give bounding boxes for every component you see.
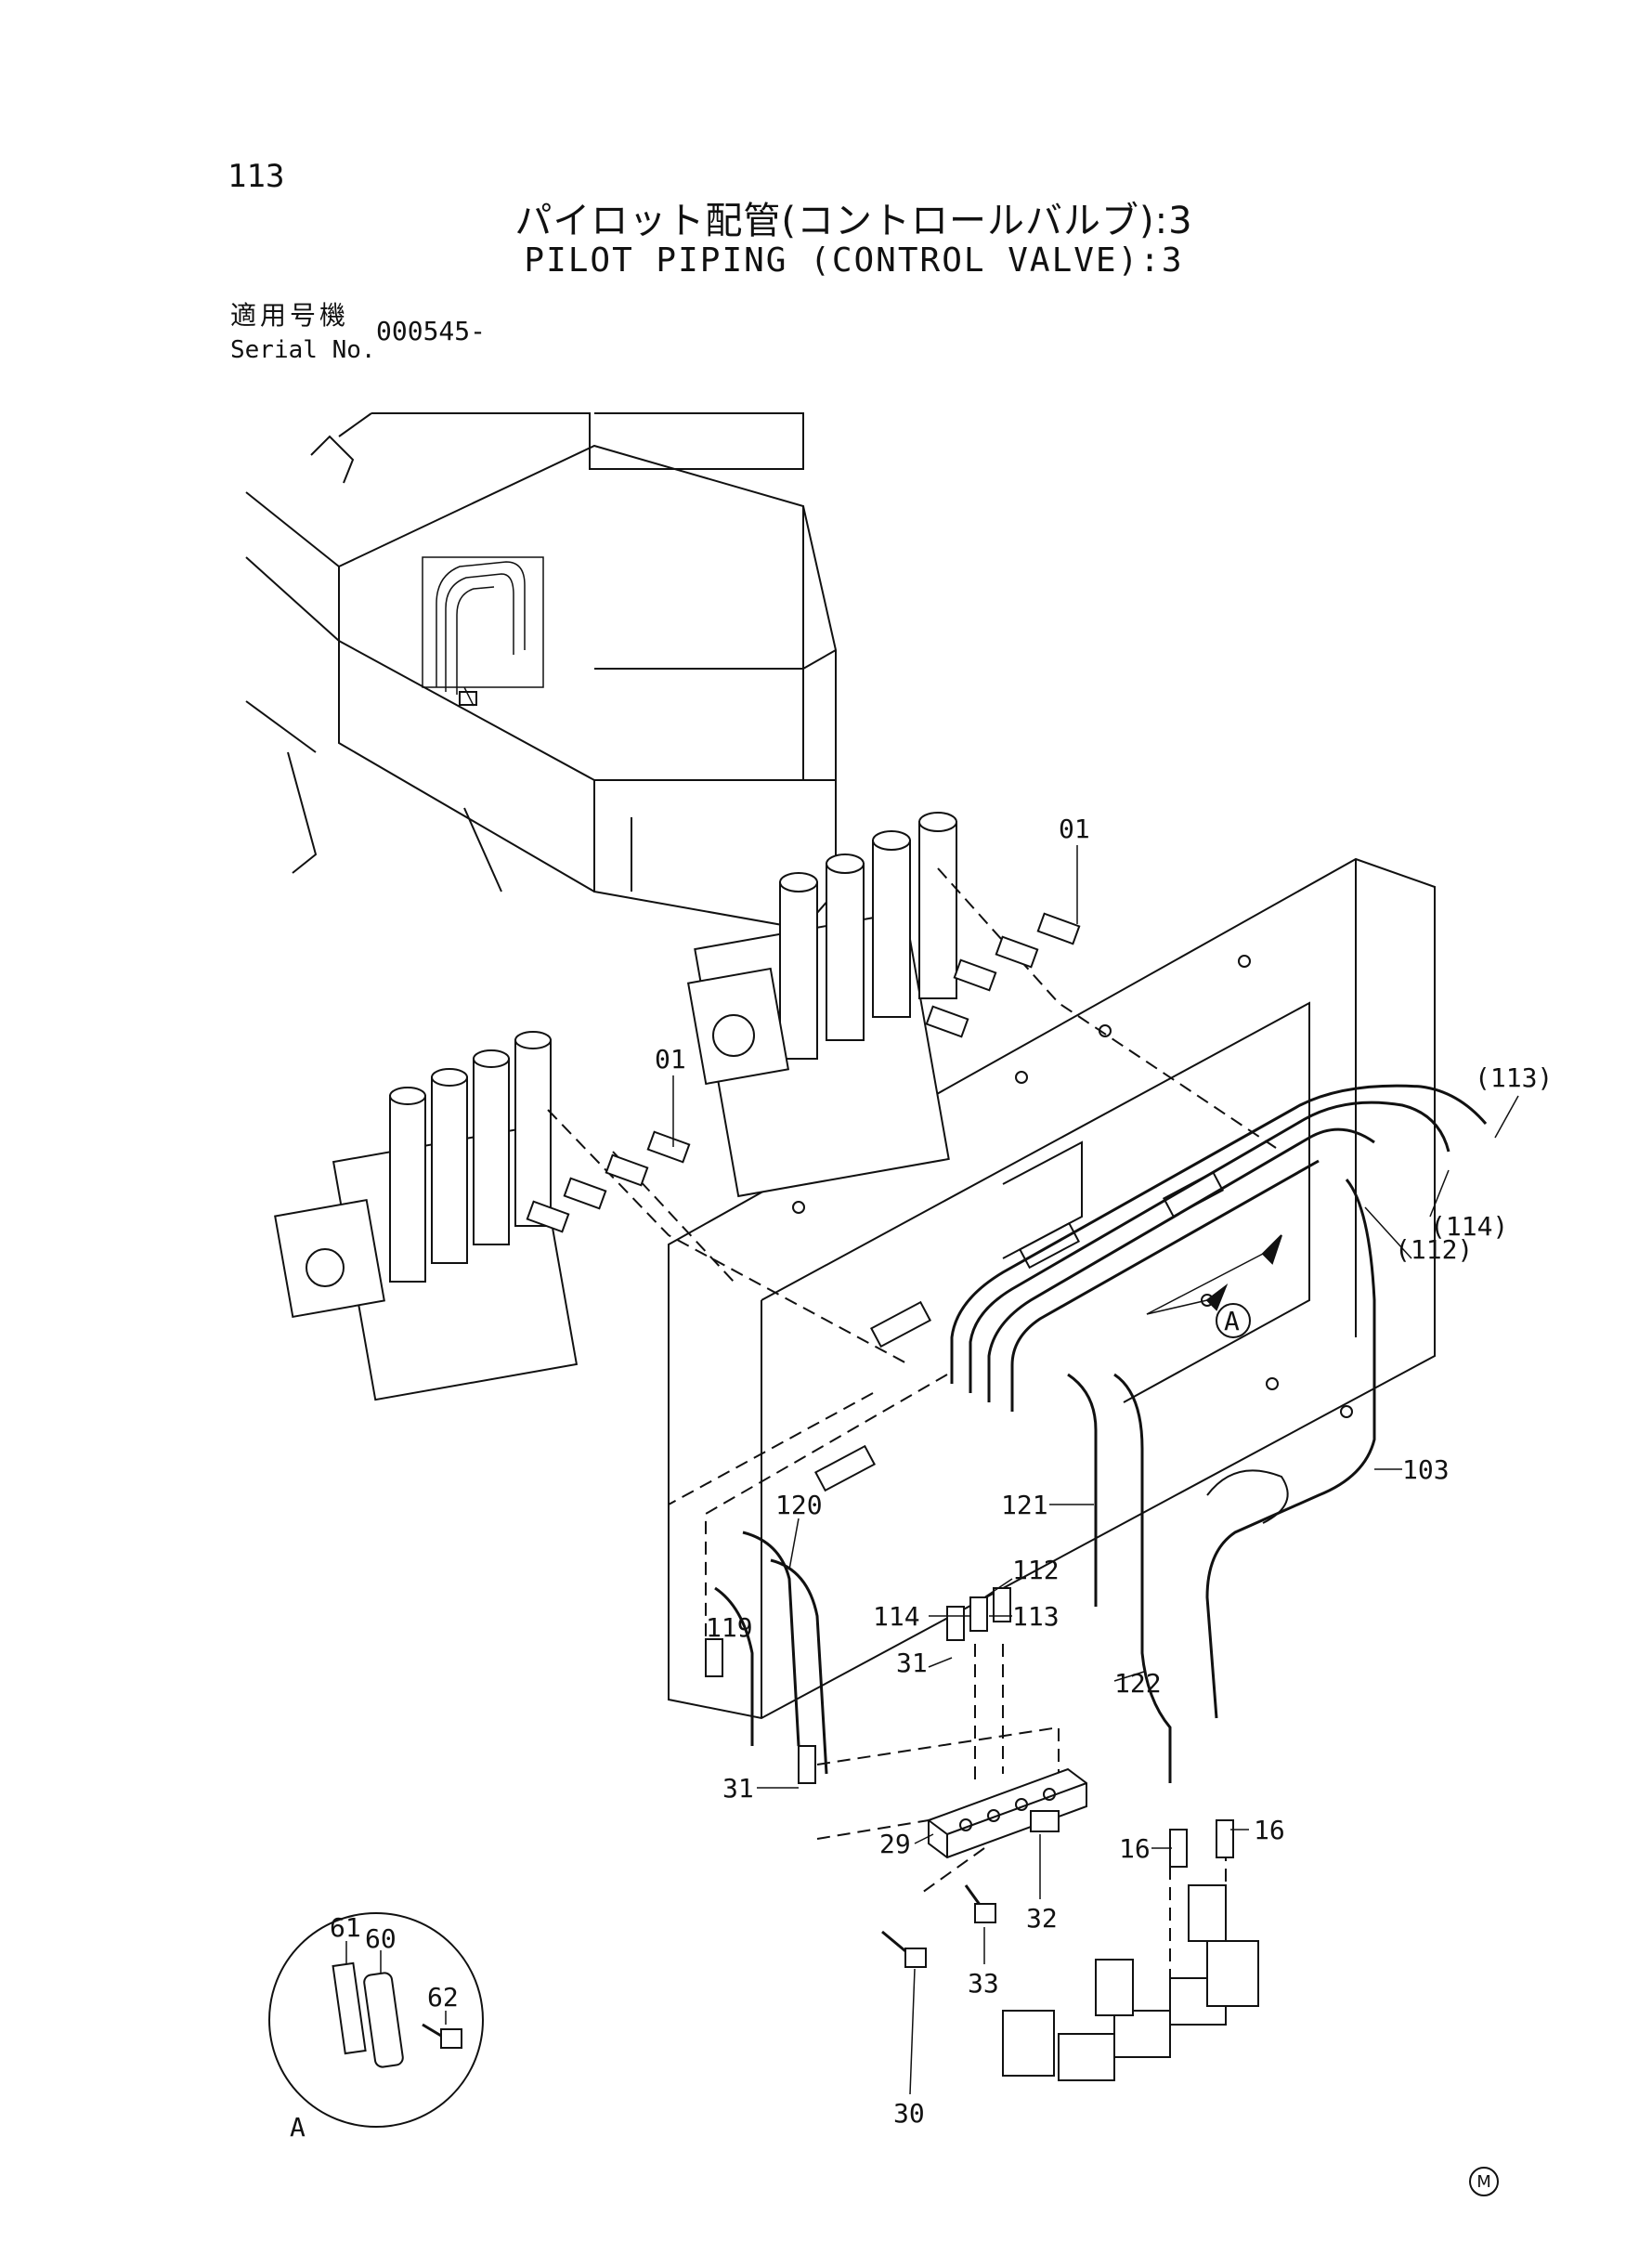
callout-31-upper: 31 bbox=[896, 1648, 928, 1678]
callout-119: 119 bbox=[706, 1612, 753, 1643]
callout-31-lower: 31 bbox=[722, 1773, 754, 1804]
callout-120: 120 bbox=[775, 1490, 823, 1520]
callout-112: 112 bbox=[1012, 1555, 1060, 1585]
callout-33: 33 bbox=[968, 1968, 999, 1999]
callout-114-ref: (114) bbox=[1430, 1211, 1508, 1242]
page-title-japanese: パイロット配管(コントロールバルブ):3 bbox=[514, 200, 1193, 242]
bolt-drawings bbox=[881, 1810, 1060, 1968]
callout-121: 121 bbox=[1001, 1490, 1048, 1520]
callout-16-mid: 16 bbox=[1119, 1833, 1151, 1864]
upper-control-valve-drawing bbox=[686, 812, 957, 1198]
machine-overview-drawing bbox=[245, 412, 837, 931]
frame-plate-drawing bbox=[668, 857, 1436, 1720]
callout-01-upper: 01 bbox=[1059, 814, 1090, 844]
callout-leader-lines bbox=[345, 845, 1519, 2095]
bracket-blocks-drawing bbox=[1002, 1884, 1259, 2081]
callout-a-main: A bbox=[1224, 1306, 1240, 1336]
callout-114: 114 bbox=[873, 1601, 920, 1632]
detail-view-a bbox=[268, 1912, 484, 2128]
lower-control-valve-drawing bbox=[274, 1031, 579, 1401]
callout-29: 29 bbox=[879, 1829, 911, 1859]
callout-62: 62 bbox=[427, 1982, 459, 2013]
callout-112-ref: (112) bbox=[1395, 1234, 1473, 1265]
callout-122: 122 bbox=[1114, 1668, 1162, 1699]
callout-a-detail: A bbox=[290, 2112, 306, 2143]
page-number: 113 bbox=[228, 158, 285, 195]
callout-103: 103 bbox=[1402, 1454, 1450, 1485]
callout-61: 61 bbox=[330, 1912, 361, 1943]
callout-32: 32 bbox=[1026, 1903, 1058, 1934]
callout-60: 60 bbox=[365, 1923, 397, 1954]
manifold-block-drawing bbox=[928, 1767, 1087, 1859]
callout-30: 30 bbox=[893, 2098, 925, 2129]
callout-labels: 01 01 (113) (114) (112) A 103 120 121 11… bbox=[290, 814, 1553, 2143]
pilot-pipe-lines bbox=[714, 1084, 1488, 1783]
callout-113-ref: (113) bbox=[1475, 1062, 1553, 1093]
fitting-connectors bbox=[526, 912, 1234, 1868]
serial-label-english: Serial No. bbox=[230, 336, 376, 364]
serial-label-japanese: 適用号機 bbox=[230, 300, 350, 331]
callout-16-right: 16 bbox=[1254, 1815, 1285, 1845]
page-title-english: PILOT PIPING (CONTROL VALVE):3 bbox=[524, 241, 1184, 280]
callout-01-left: 01 bbox=[655, 1044, 686, 1075]
maker-mark: M bbox=[1469, 2167, 1499, 2196]
serial-number-value: 000545- bbox=[376, 316, 487, 346]
callout-113: 113 bbox=[1012, 1601, 1060, 1632]
